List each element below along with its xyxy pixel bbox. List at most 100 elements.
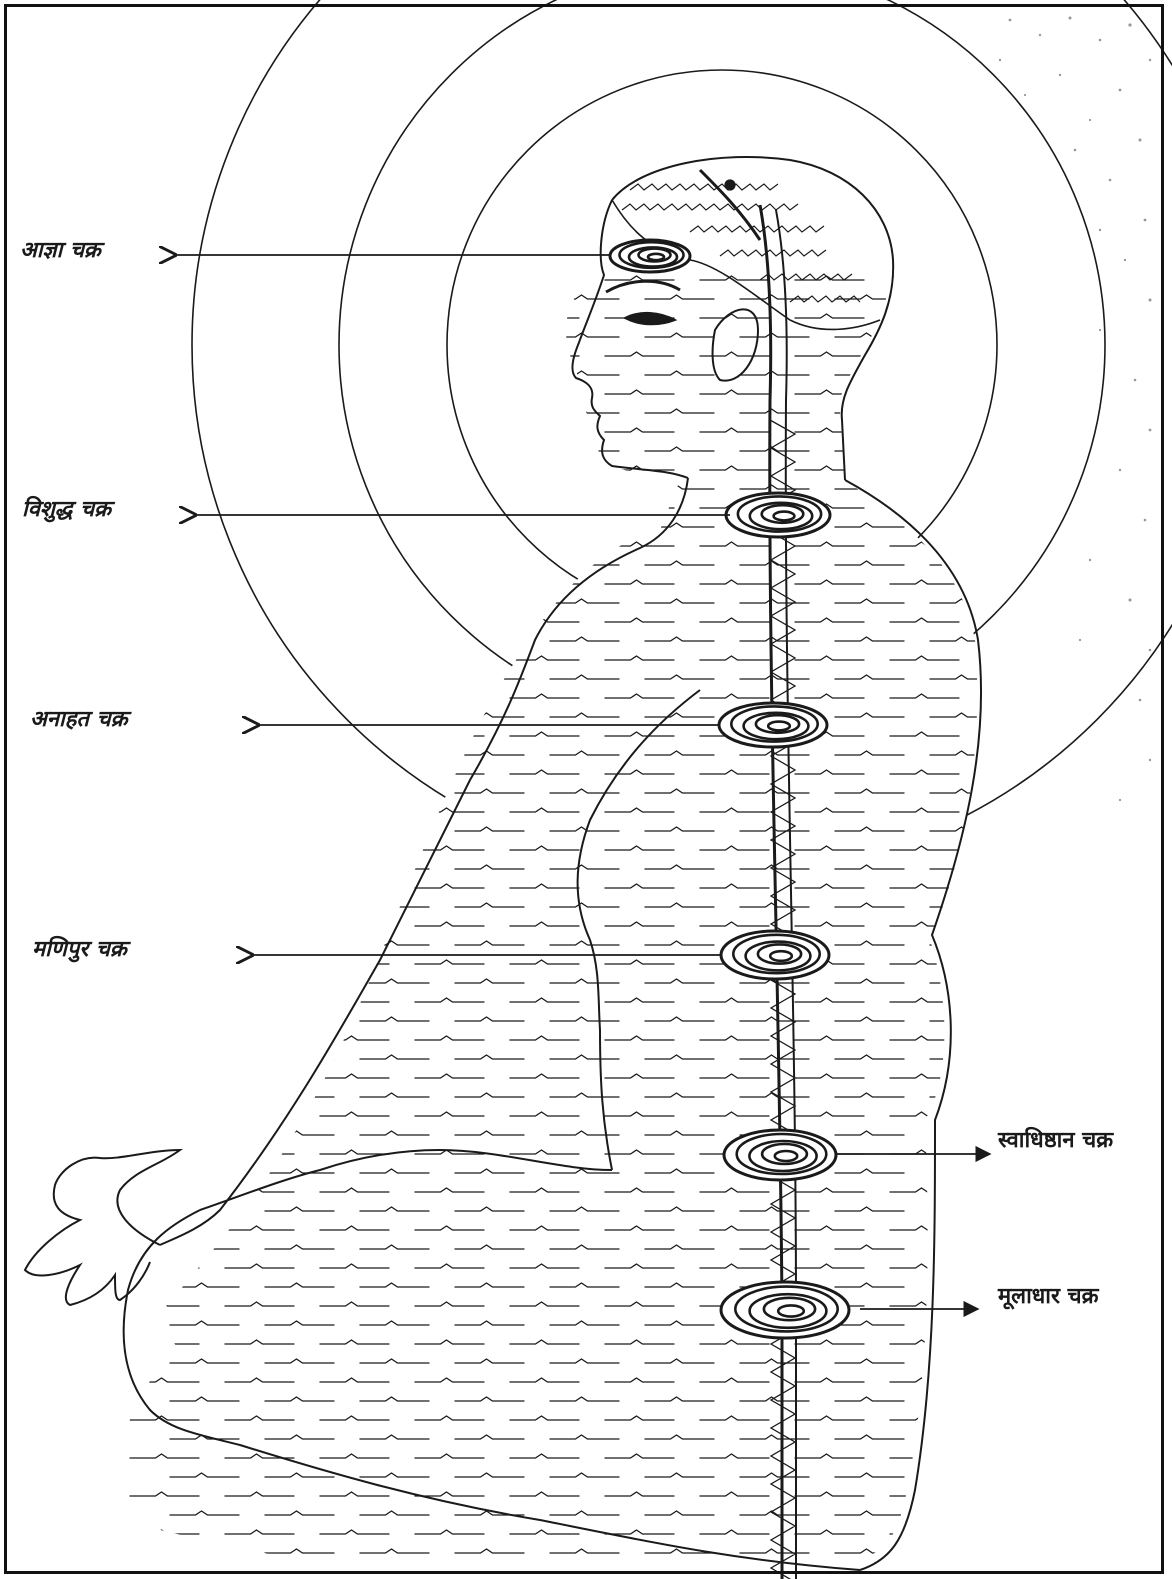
hatch-stroke <box>1024 1169 1094 1173</box>
hatch-stroke <box>129 1112 199 1116</box>
hatch-stroke <box>359 333 429 337</box>
hatch-stroke <box>319 808 389 812</box>
hatch-stroke <box>129 1036 199 1040</box>
hatch-stroke <box>984 352 1054 356</box>
hatch-stroke <box>319 580 389 584</box>
hatch-stroke <box>224 846 294 850</box>
spiral-vishuddha <box>726 493 830 537</box>
hatch-stroke <box>129 390 199 394</box>
hatch-stroke <box>359 485 429 489</box>
hatch-stroke <box>929 485 999 489</box>
hatch-stroke <box>454 485 524 489</box>
label-ajna-chakra: आज्ञा चक्र <box>20 238 101 263</box>
hatch-stroke <box>264 865 334 869</box>
hatch-stroke <box>984 466 1054 470</box>
hatch-stroke <box>129 352 199 356</box>
hatch-stroke <box>889 276 959 280</box>
hatch-stroke <box>834 447 904 451</box>
hatch-stroke <box>359 523 429 527</box>
hatch-stroke <box>319 352 389 356</box>
hatch-stroke <box>264 713 334 717</box>
hatch-stroke <box>224 694 294 698</box>
hatch-stroke <box>129 276 199 280</box>
hatch-stroke <box>984 770 1054 774</box>
hatch-stroke <box>929 1549 999 1553</box>
hatch-stroke <box>224 542 294 546</box>
hatch-stroke <box>359 295 429 299</box>
hatch-stroke <box>984 1036 1054 1040</box>
hatch-stroke <box>129 466 199 470</box>
hatch-stroke <box>264 637 334 641</box>
hatch-stroke <box>264 447 334 451</box>
hatch-stroke <box>169 713 239 717</box>
hatch-stroke <box>169 409 239 413</box>
hatch-stroke <box>359 561 429 565</box>
hatch-stroke <box>224 504 294 508</box>
hatch-stroke <box>889 504 959 508</box>
hatch-stroke <box>1024 637 1094 641</box>
hatch-stroke <box>264 675 334 679</box>
hatch-stroke <box>984 1226 1054 1230</box>
hatch-stroke <box>929 1207 999 1211</box>
hatch-stroke <box>129 542 199 546</box>
hatch-stroke <box>929 1169 999 1173</box>
hatch-stroke <box>984 542 1054 546</box>
spiral-svadhisthana <box>724 1130 836 1180</box>
hatch-stroke <box>414 580 484 584</box>
hatch-stroke <box>929 1435 999 1439</box>
hatch-stroke <box>319 846 389 850</box>
hatch-stroke <box>984 618 1054 622</box>
hatch-stroke <box>984 998 1054 1002</box>
hatch-stroke <box>984 276 1054 280</box>
hatch-stroke <box>1024 713 1094 717</box>
hatch-stroke <box>129 314 199 318</box>
hatch-stroke <box>169 485 239 489</box>
hatch-stroke <box>984 1112 1054 1116</box>
hatch-stroke <box>359 713 429 717</box>
hatch-stroke <box>319 694 389 698</box>
hatch-stroke <box>129 732 199 736</box>
hatch-stroke <box>129 1226 199 1230</box>
hatch-stroke <box>169 371 239 375</box>
hatch-stroke <box>319 770 389 774</box>
hatch-stroke <box>414 352 484 356</box>
hatch-stroke <box>509 542 579 546</box>
hatch-stroke <box>169 637 239 641</box>
hatch-stroke <box>1024 485 1094 489</box>
hatch-stroke <box>359 371 429 375</box>
hatch-stroke <box>169 523 239 527</box>
hatch-stroke <box>129 1264 199 1268</box>
hatch-stroke <box>169 675 239 679</box>
hatch-stroke <box>984 1416 1054 1420</box>
hatch-stroke <box>414 390 484 394</box>
hatch-stroke <box>984 1264 1054 1268</box>
hatch-stroke <box>929 1511 999 1515</box>
hatch-stroke <box>224 656 294 660</box>
hatch-stroke <box>984 428 1054 432</box>
hatch-stroke <box>169 941 239 945</box>
hatch-stroke <box>319 428 389 432</box>
hatch-stroke <box>169 979 239 983</box>
hatch-stroke <box>169 447 239 451</box>
hatch-stroke <box>454 599 524 603</box>
hatch-stroke <box>1024 295 1094 299</box>
hatch-stroke <box>929 1131 999 1135</box>
hatch-stroke <box>454 371 524 375</box>
hatch-stroke <box>359 599 429 603</box>
hatch-stroke <box>889 390 959 394</box>
hatch-stroke <box>129 656 199 660</box>
hatch-stroke <box>549 523 619 527</box>
hatch-stroke <box>929 1093 999 1097</box>
hatch-stroke <box>454 561 524 565</box>
hatch-stroke <box>414 618 484 622</box>
hatch-stroke <box>169 333 239 337</box>
hatch-stroke <box>319 618 389 622</box>
hatch-stroke <box>929 333 999 337</box>
hatch-stroke <box>264 409 334 413</box>
hatch-stroke <box>224 580 294 584</box>
hatch-stroke <box>169 903 239 907</box>
hatch-stroke <box>1024 1017 1094 1021</box>
hatch-stroke <box>929 371 999 375</box>
hatch-stroke <box>929 523 999 527</box>
hatch-stroke <box>169 1055 239 1059</box>
